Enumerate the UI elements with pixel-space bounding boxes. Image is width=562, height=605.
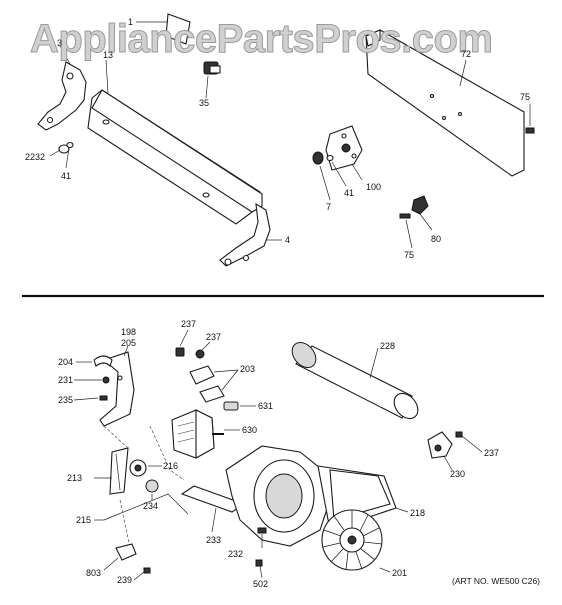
callout-3: 3 [57,38,62,48]
part-231-bolt [74,376,110,384]
callout-2232: 2232 [25,152,45,162]
callout-235: 235 [58,395,73,405]
part-216-pulley [129,459,162,477]
callout-13: 13 [103,50,113,60]
part-41-clip-right [326,154,347,187]
part-75-screw-lower [399,213,413,249]
callout-213: 213 [67,473,82,483]
callout-239: 239 [117,575,132,585]
assembly-line-b [149,425,185,481]
part-237-screw-a [175,329,189,357]
callout-80: 80 [431,234,441,244]
callout-216: 216 [163,461,178,471]
part-213-belt [94,447,129,495]
callout-75-lower: 75 [404,250,414,260]
callout-204: 204 [58,357,73,367]
callout-631: 631 [258,401,273,411]
part-3-endcap-bracket [37,45,87,131]
assembly-line-a [103,425,131,451]
callout-234: 234 [143,501,158,511]
callout-198: 198 [121,327,136,337]
callout-205: 205 [121,338,136,348]
callout-100: 100 [366,182,381,192]
callout-237-b: 237 [206,332,221,342]
callout-233: 233 [206,535,221,545]
watermark: AppliancePartsPros.com [30,17,493,61]
callout-232: 232 [228,549,243,559]
part-239-screw [133,567,151,581]
assembly-line-c [119,499,131,549]
callout-231: 231 [58,375,73,385]
part-215-idler-arm [94,493,189,521]
part-80-switch [411,195,433,231]
part-13-backsplash-panel [87,59,263,225]
part-203-clip [189,365,239,403]
part-630-drive-motor [171,409,240,459]
part-2232-knob [49,144,70,157]
art-number: (ART NO. WE500 C26) [452,576,540,586]
callout-218: 218 [410,508,425,518]
part-218-blower-housing [225,445,409,547]
part-237-screw-c [455,431,483,453]
callout-1: 1 [128,17,133,27]
callout-35: 35 [199,98,209,108]
part-100-timer [325,125,363,181]
part-631-capacitor [223,401,256,411]
part-237-screw-b [195,341,211,359]
callout-237-c: 237 [484,448,499,458]
part-230-thermostat [427,431,453,471]
part-41-clip-left [65,141,74,169]
callout-502: 502 [253,579,268,589]
callout-237-a: 237 [181,319,196,329]
callout-203: 203 [240,364,255,374]
callout-228: 228 [380,341,395,351]
part-803-sensor [103,543,137,571]
callout-201: 201 [392,568,407,578]
part-234-idler [145,479,159,500]
part-72-rear-panel [365,29,525,177]
callout-803: 803 [86,568,101,578]
part-35-switch [203,61,221,99]
callout-4: 4 [285,235,290,245]
part-201-blower-wheel [321,509,391,573]
callout-41-right: 41 [344,188,354,198]
part-228-exhaust-duct [291,341,419,420]
part-4-endcap-right [219,202,282,267]
callout-72: 72 [461,49,471,59]
part-1-label-card [136,13,191,45]
part-7-knob [312,151,331,201]
callout-215: 215 [76,515,91,525]
callout-630: 630 [242,425,257,435]
part-502-screw [255,559,263,579]
part-232-screw [257,527,267,548]
callout-41-left: 41 [61,171,71,181]
part-204-clamp [76,355,113,368]
callout-7: 7 [326,202,331,212]
callout-75-top: 75 [520,92,530,102]
part-235-screw [73,395,108,401]
part-75-screw-top [525,104,535,134]
callout-230: 230 [450,469,465,479]
